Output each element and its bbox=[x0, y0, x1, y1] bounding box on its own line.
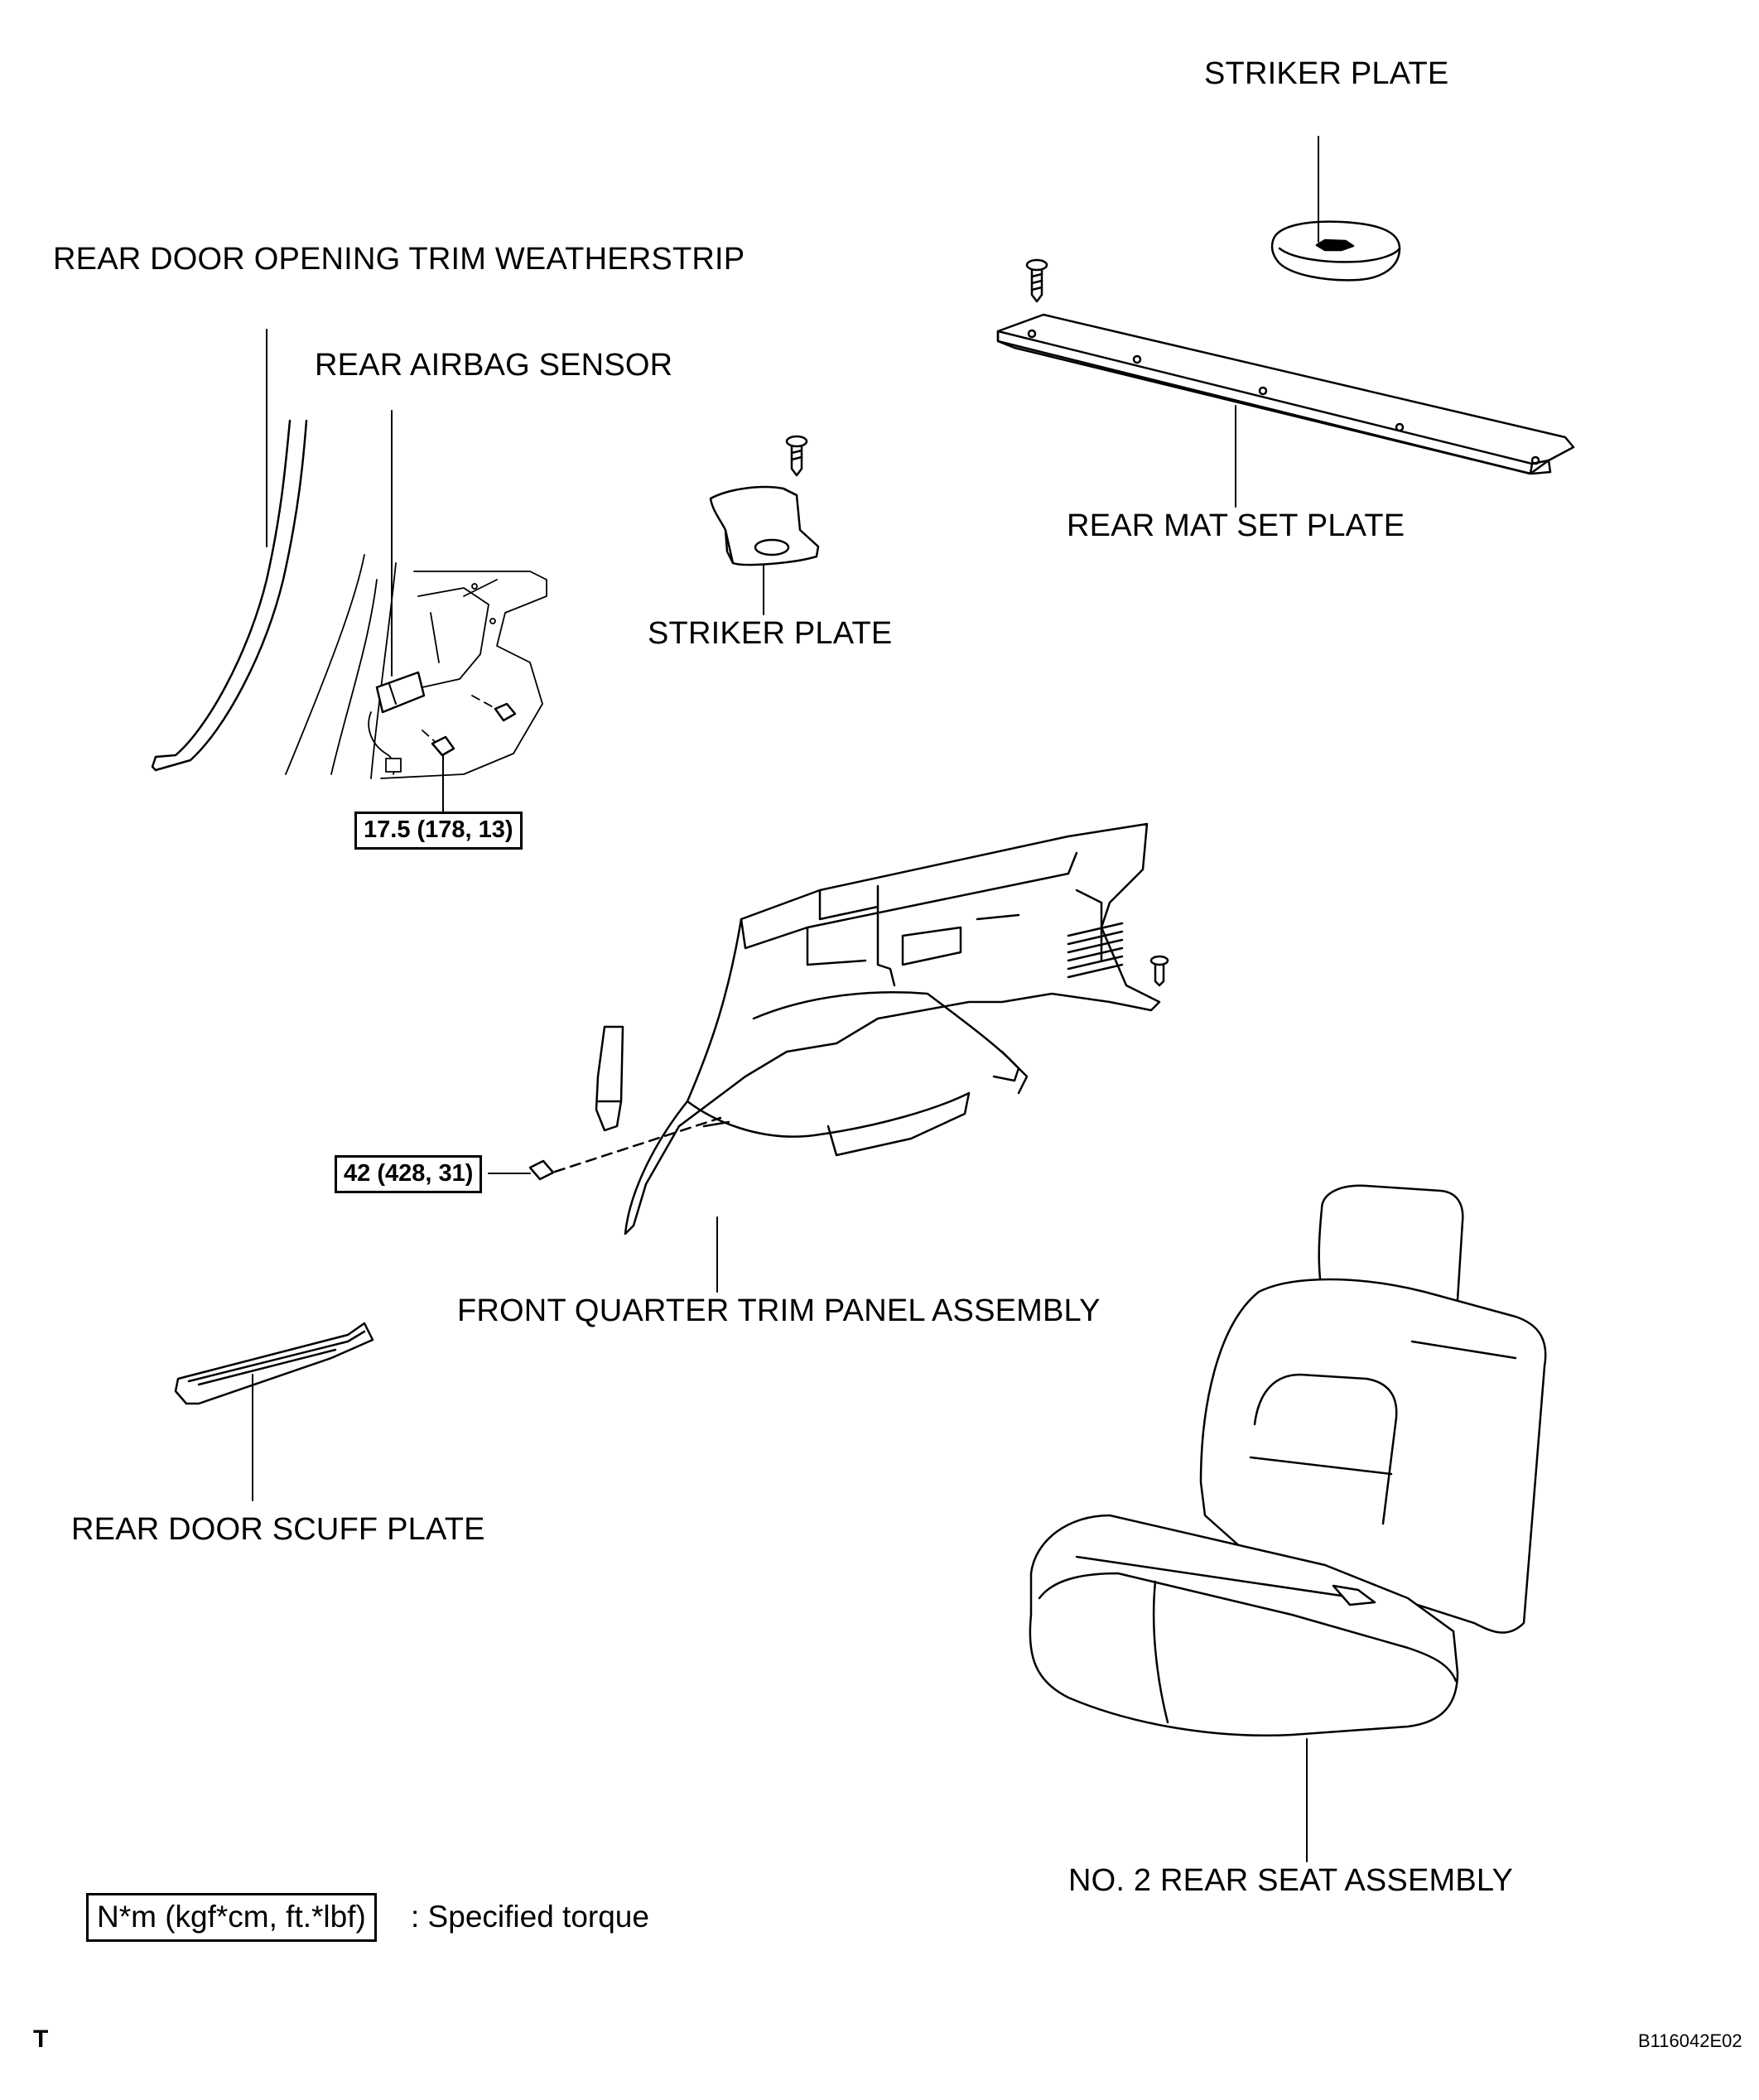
airbag-sensor-part bbox=[285, 410, 547, 812]
label-rear-seat: NO. 2 REAR SEAT ASSEMBLY bbox=[1068, 1863, 1513, 1898]
rear-mat-set-plate-part bbox=[996, 258, 1575, 508]
scuff-plate-part bbox=[174, 1322, 374, 1501]
quarter-trim-panel-part bbox=[488, 822, 1169, 1293]
label-striker-plate-top: STRIKER PLATE bbox=[1204, 56, 1449, 91]
torque-airbag-sensor-bolt: 17.5 (178, 13) bbox=[354, 812, 523, 850]
figure-code: B116042E02 bbox=[1638, 2030, 1742, 2051]
label-quarter-trim-panel: FRONT QUARTER TRIM PANEL ASSEMBLY bbox=[457, 1293, 1101, 1328]
striker-plate-mid-part bbox=[709, 435, 820, 615]
label-striker-plate-mid: STRIKER PLATE bbox=[648, 616, 893, 651]
legend-unit-box: N*m (kgf*cm, ft.*lbf) bbox=[86, 1893, 377, 1942]
label-scuff-plate: REAR DOOR SCUFF PLATE bbox=[71, 1512, 485, 1547]
corner-mark: T bbox=[33, 2025, 49, 2053]
weatherstrip-part bbox=[151, 329, 308, 772]
label-weatherstrip: REAR DOOR OPENING TRIM WEATHERSTRIP bbox=[53, 242, 745, 277]
legend-description: : Specified torque bbox=[411, 1900, 649, 1934]
torque-seat-belt-bolt: 42 (428, 31) bbox=[335, 1155, 483, 1193]
rear-seat-part bbox=[1029, 1184, 1547, 1862]
label-airbag-sensor: REAR AIRBAG SENSOR bbox=[315, 348, 673, 383]
label-rear-mat-set-plate: REAR MAT SET PLATE bbox=[1067, 508, 1405, 543]
striker-plate-top-part bbox=[1270, 136, 1401, 282]
